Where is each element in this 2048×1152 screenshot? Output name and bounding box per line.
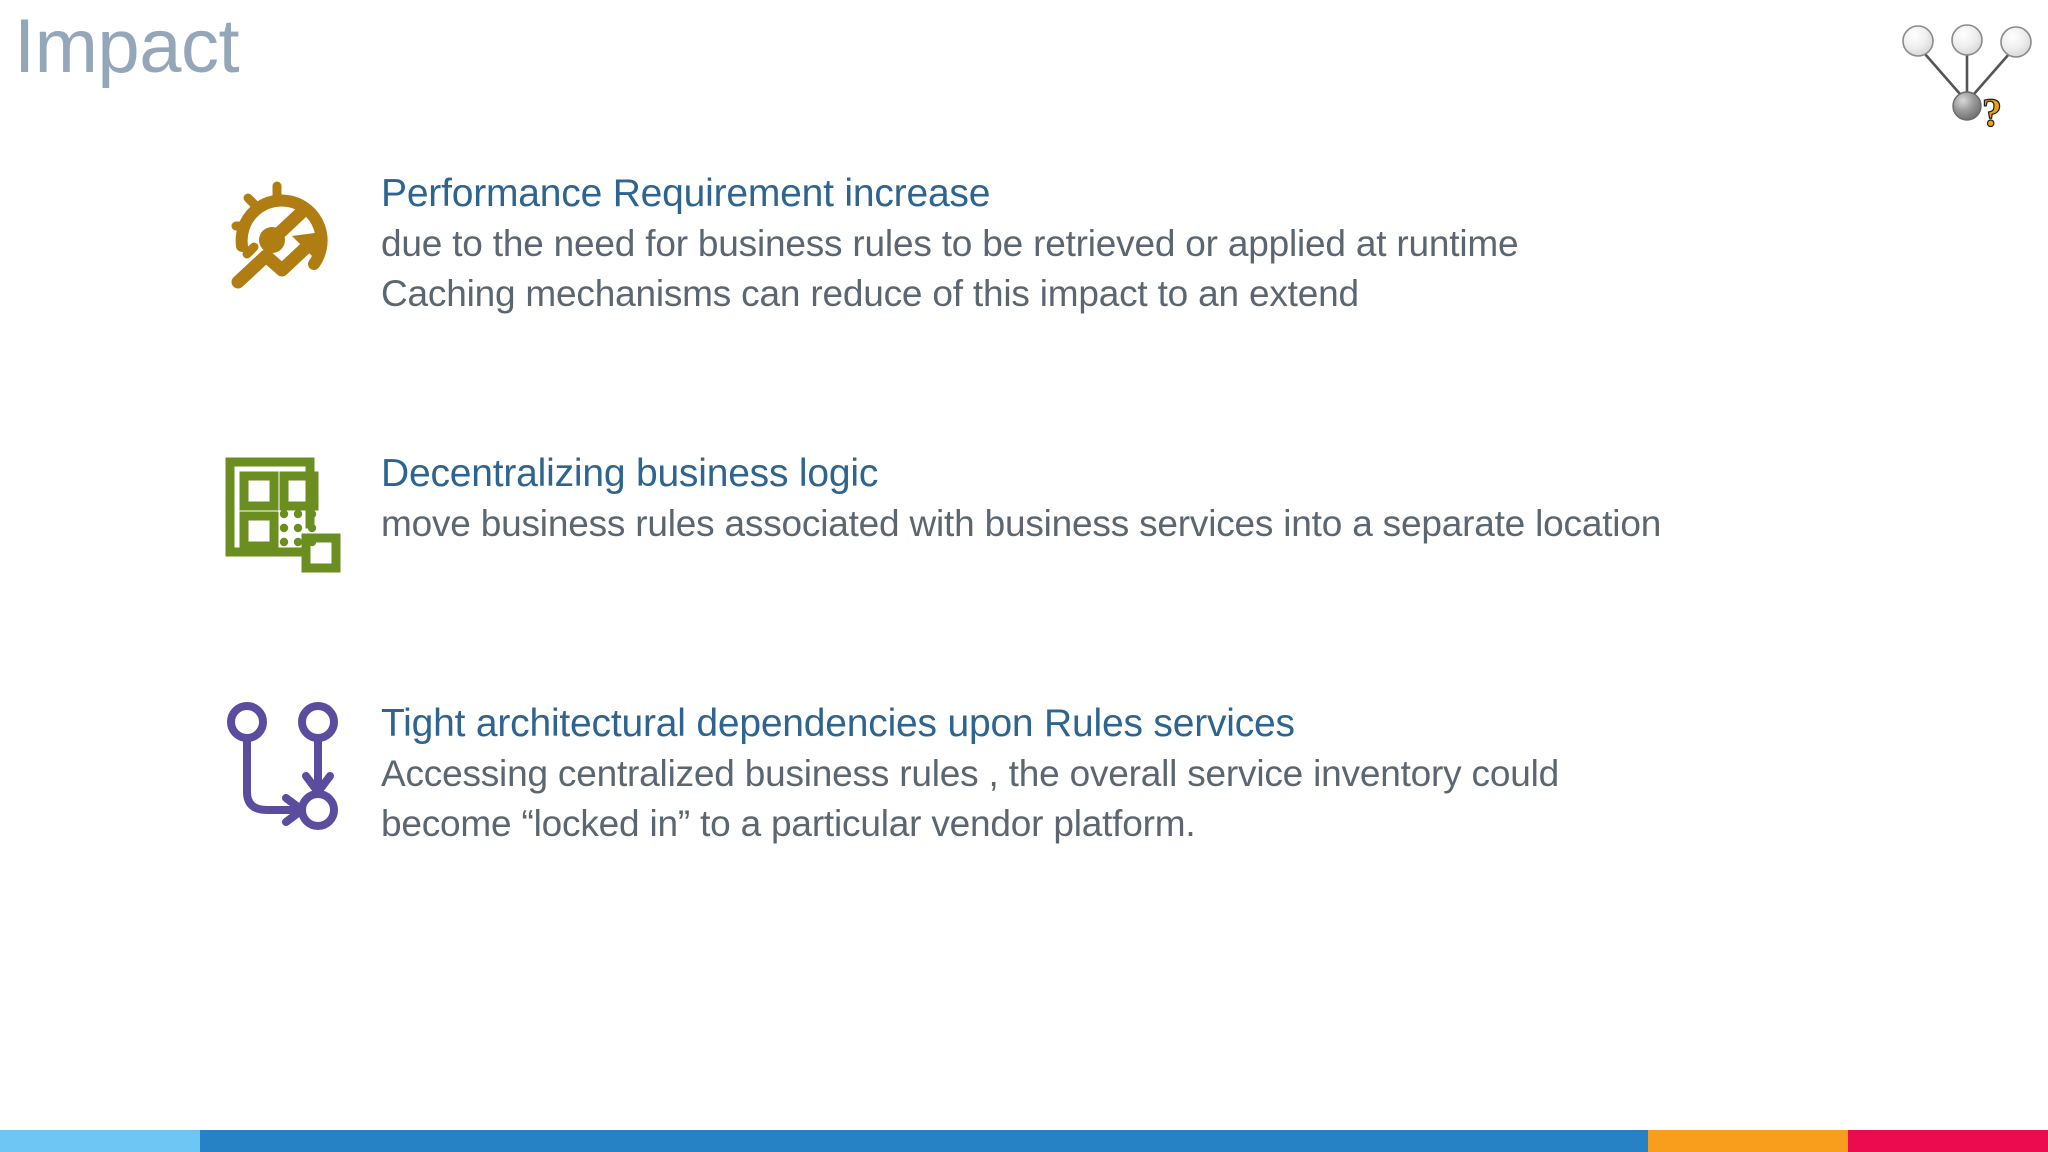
logo-node-left (1902, 25, 1934, 57)
logo-node-right (2000, 26, 2032, 58)
logo-node-center (1951, 24, 1983, 56)
speedometer-growth-icon (218, 170, 346, 298)
impact-body-line: due to the need for business rules to be… (381, 222, 1519, 264)
impact-heading: Performance Requirement increase (381, 172, 991, 215)
impact-body-line: become “locked in” to a particular vendo… (381, 803, 1196, 845)
impact-heading: Tight architectural dependencies upon Ru… (381, 702, 1295, 745)
impact-body-line: Caching mechanisms can reduce of this im… (381, 273, 1359, 315)
impact-body-line: Accessing centralized business rules , t… (381, 752, 1559, 794)
logo-svg: ? (1902, 24, 2032, 136)
dependency-flow-icon (222, 700, 344, 830)
question-mark-icon: ? (1982, 90, 2002, 135)
impact-block-performance-text: Performance Requirement increase due to … (381, 170, 2001, 319)
decision-node-graph-logo: ? (1892, 14, 2042, 142)
decentralized-grid-icon (222, 454, 342, 574)
impact-block-decentralizing-text: Decentralizing business logic move busin… (381, 450, 2001, 549)
page-title: Impact (14, 4, 240, 89)
bottom-accent-bar (0, 1130, 2048, 1152)
impact-body-line: move business rules associated with busi… (381, 502, 1662, 544)
bar-segment-crimson (1848, 1130, 2048, 1152)
bar-segment-blue (200, 1130, 1648, 1152)
bar-segment-orange (1648, 1130, 1848, 1152)
impact-block-dependencies-text: Tight architectural dependencies upon Ru… (381, 700, 2001, 849)
logo-hub-node (1952, 91, 1982, 121)
impact-heading: Decentralizing business logic (381, 452, 879, 495)
bar-segment-light-blue (0, 1130, 200, 1152)
